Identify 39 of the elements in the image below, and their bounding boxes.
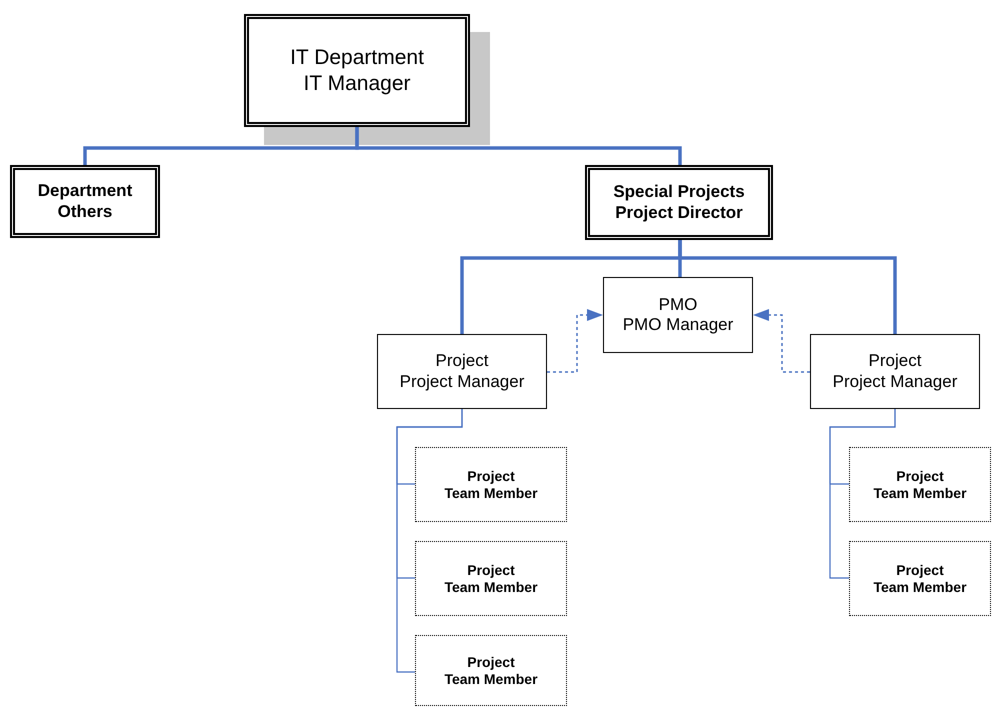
team-member-box xyxy=(415,447,567,522)
box-text: PMO xyxy=(658,294,698,315)
org-box xyxy=(603,277,753,353)
org-box xyxy=(244,14,470,127)
box-text: Project xyxy=(436,351,488,372)
box-text: IT Manager xyxy=(304,70,410,96)
box-text: Project xyxy=(467,654,515,670)
box-text: Team Member xyxy=(444,670,538,688)
box-text: Team Member xyxy=(444,484,538,502)
box-text: Others xyxy=(58,202,112,222)
org-box xyxy=(585,165,773,240)
box-text: PMO Manager xyxy=(622,315,734,336)
team-member-box xyxy=(849,541,991,616)
arrow xyxy=(547,309,603,373)
box-text: Project xyxy=(896,468,944,484)
box-text: Project xyxy=(896,562,944,578)
box-text: Special Projects xyxy=(613,182,745,202)
org-box xyxy=(377,334,547,409)
connector-line xyxy=(396,409,463,673)
team-member-box xyxy=(415,635,567,706)
box-text: Team Member xyxy=(873,578,967,596)
box-text: Project Manager xyxy=(832,372,958,392)
box-text: Project xyxy=(868,351,922,372)
box-text: IT Department xyxy=(290,45,424,70)
team-member-box xyxy=(415,541,567,616)
box-text: Project xyxy=(467,562,515,578)
box-text: Project xyxy=(467,468,515,484)
box-text: Project Director xyxy=(615,202,743,223)
connector-line xyxy=(829,409,896,579)
org-box xyxy=(810,334,980,409)
arrow xyxy=(753,309,810,373)
connector-line xyxy=(678,240,897,334)
box-text: Team Member xyxy=(873,484,967,502)
org-box xyxy=(10,165,160,238)
box-text: Department xyxy=(38,181,132,202)
team-member-box xyxy=(849,447,991,522)
connector-line xyxy=(355,127,682,165)
box-text: Team Member xyxy=(444,578,538,596)
box-text: Project Manager xyxy=(400,372,524,392)
